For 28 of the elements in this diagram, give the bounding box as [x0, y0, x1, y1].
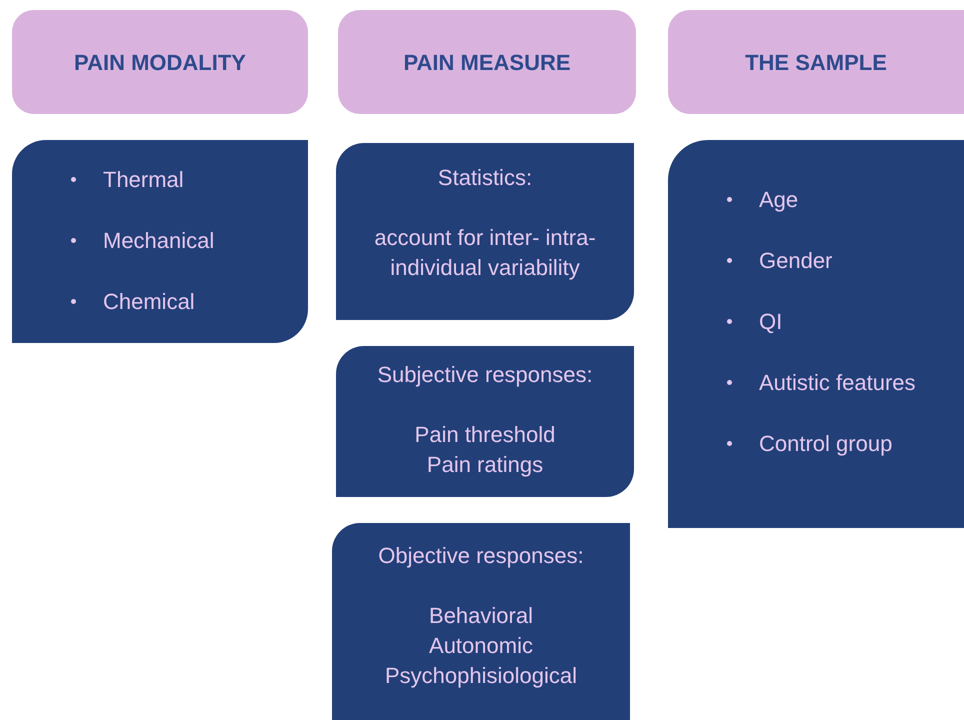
column-heading: THE SAMPLE	[745, 48, 887, 76]
box-text: Psychophisiological	[385, 662, 577, 690]
list-item: Chemical	[103, 288, 195, 316]
box-title: Subjective responses:	[377, 361, 593, 389]
box-title: Objective responses:	[378, 542, 584, 570]
list-item: Thermal	[103, 166, 184, 194]
list-item: Mechanical	[103, 227, 214, 255]
content-box	[336, 143, 634, 320]
column-heading: PAIN MEASURE	[403, 48, 571, 76]
content-box	[336, 346, 634, 497]
content-box	[668, 140, 964, 528]
list-item: Gender	[759, 247, 832, 275]
list-item: Age	[759, 186, 798, 214]
list-item: Control group	[759, 430, 892, 458]
box-text: Behavioral	[429, 602, 533, 630]
box-text: Pain ratings	[426, 451, 544, 479]
list-item: Autistic features	[759, 369, 916, 397]
header-box	[668, 10, 964, 114]
content-box	[12, 140, 308, 343]
box-title: Statistics:	[438, 164, 532, 192]
header-box	[338, 10, 636, 114]
header-box	[12, 10, 308, 114]
content-box	[332, 523, 630, 720]
column-heading: PAIN MODALITY	[74, 48, 246, 76]
box-text: Autonomic	[429, 632, 533, 660]
box-text: account for inter- intra-individual variability	[373, 224, 597, 282]
list-item: QI	[759, 308, 782, 336]
box-text: Pain threshold	[414, 421, 556, 449]
